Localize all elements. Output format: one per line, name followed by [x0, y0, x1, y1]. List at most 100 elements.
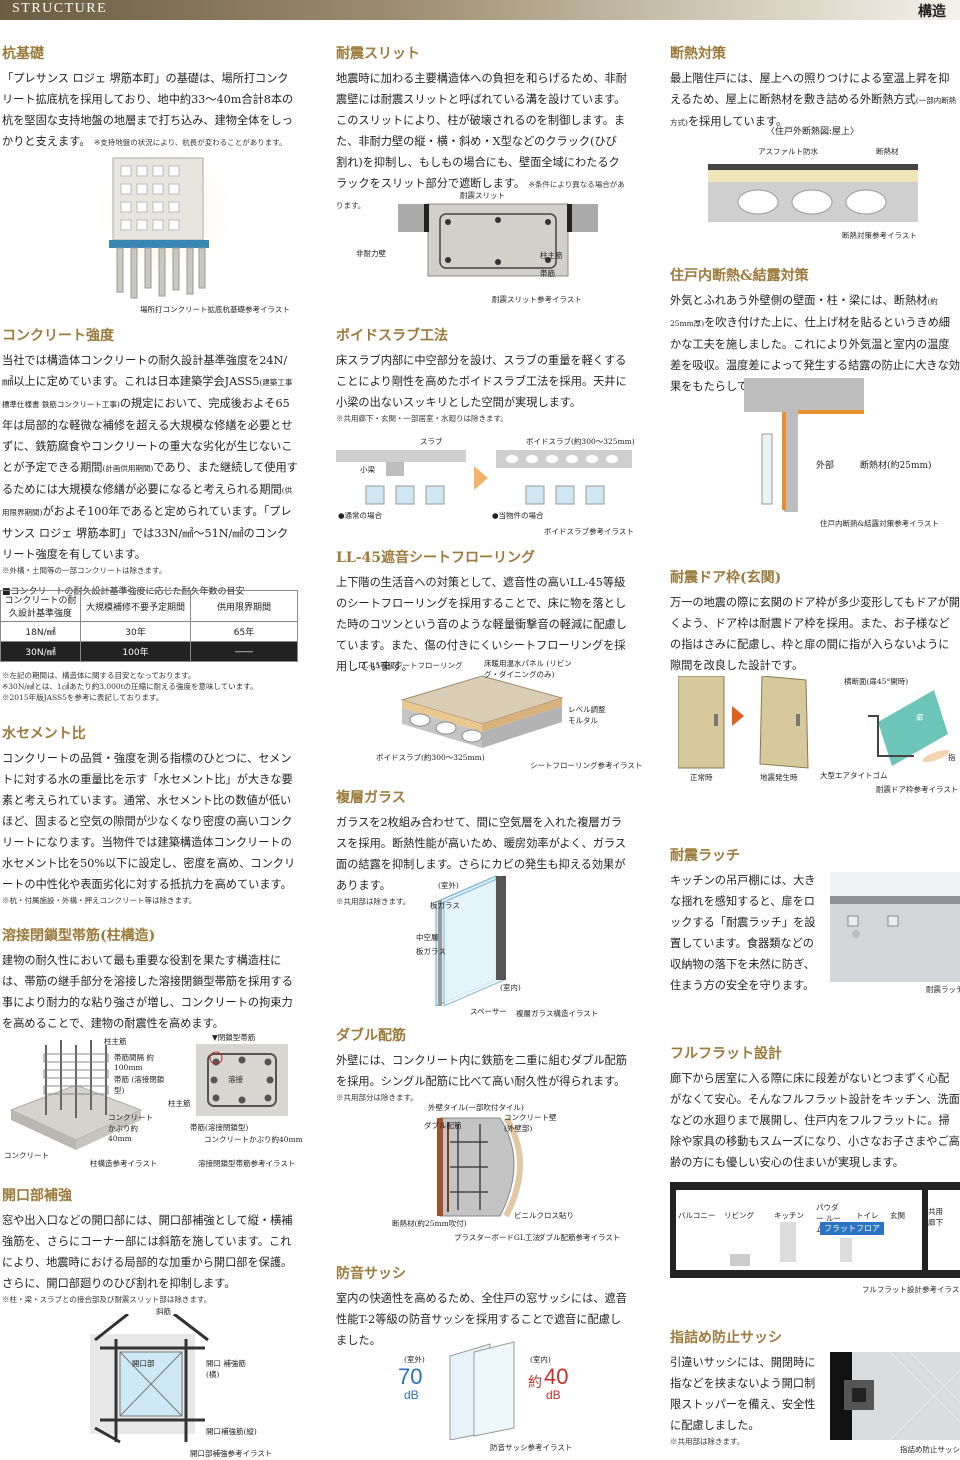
label-main-bar-2: 柱主筋 [168, 1099, 191, 1108]
slit-illustration [398, 203, 598, 277]
label-slit: 耐震スリット [460, 191, 505, 200]
room-corridor: 共用 廊下 [928, 1207, 943, 1227]
finger-note: ※共用部は除きます。 [670, 1437, 745, 1446]
void-body: 床スラブ内部に中空部分を設け、スラブの重量を軽くすることにより剛性を高めたボイド… [336, 354, 627, 409]
insulation-title: 断熱対策 [670, 46, 726, 62]
flat-section: フルフラット設計 廊下から居室に入る際に床に段差がないとつまずく心配がなくて安心… [670, 1044, 960, 1173]
table-head-2: 大規模補修不要予定期間 [80, 590, 191, 622]
label-sheet-floor: LL-45等級シートフローリング [358, 661, 463, 670]
double-body: 外壁には、コンクリート内に鉄筋を二重に組むダブル配筋を採用。シングル配筋に比べて… [336, 1054, 627, 1088]
concrete-body-4: がおよそ100年であると定められています。「プレサンス ロジェ 堺筋本町」では3… [2, 505, 292, 561]
label-weld: 溶接 [228, 1075, 243, 1084]
void-title: ボイドスラブ工法 [336, 328, 448, 344]
sash-indoor-label: (室内) [530, 1355, 551, 1364]
concrete-body-3: であり、また継続して使用するためには大規模な修繕が必要になると考えられる期間 [2, 461, 298, 496]
header-en: STRUCTURE [12, 1, 108, 16]
void-illustration [336, 450, 632, 505]
sash-indoor-value: 40 [544, 1364, 569, 1389]
label-diagonal: 斜筋 [156, 1307, 171, 1316]
flat-title: フルフラット設計 [670, 1046, 782, 1062]
label-v-bar: 開口補強筋(縦) [206, 1427, 257, 1436]
label-normal-state: 正常時 [690, 773, 713, 782]
label-double-bar: ダブル配筋 [424, 1121, 462, 1130]
wc-title: 水セメント比 [2, 726, 86, 742]
slit-note: ※条件により異なる場合があります。 [336, 180, 625, 210]
label-finger: 指 [948, 753, 956, 762]
label-air-layer: 中空層 [416, 933, 439, 942]
latch-section: 耐震ラッチ キッチンの吊戸棚には、大きな揺れを感知すると、扉をロックする「耐震ラ… [670, 846, 960, 996]
wc-body: コンクリートの品質・強度を測る指標のひとつに、セメントに対する水の重量比を示す「… [2, 752, 296, 891]
room-entrance: 玄関 [890, 1211, 905, 1220]
dew-body-2: を吹き付けた上に、仕上げ材を貼るというきめ細かな工夫を施しました。これにより外気… [670, 316, 960, 393]
label-spacing: 帯筋間隔 約100mm [114, 1053, 154, 1072]
ll45-section: LL-45遮音シートフローリング 上下階の生活音への対策として、遮音性の高いLL… [336, 548, 628, 677]
table-header: コンクリートの耐久設計基準強度大規模補修不要予定期間供用限界期間 [0, 590, 298, 622]
sash-caption: 防音サッシ参考イラスト [490, 1443, 573, 1452]
label-hoop-2: 帯筋(溶接閉鎖型) [190, 1123, 249, 1132]
room-kitchen: キッチン [774, 1211, 804, 1220]
label-this-case: ●当物件の場合 [492, 511, 544, 520]
pile-caption: 場所打コンクリート拡底杭基礎参考イラスト [140, 305, 290, 314]
latch-title: 耐震ラッチ [670, 848, 740, 864]
sash-indoor-prefix: 約 [528, 1374, 542, 1390]
sash-body: 室内の快適性を高めるため、全住戸の窓サッシには、遮音性能T-2等級の防音サッシを… [336, 1292, 627, 1347]
label-cover: コンクリート かぶり約40mm [108, 1113, 153, 1143]
header-bar: STRUCTURE 構造 [0, 0, 960, 20]
double-title: ダブル配筋 [336, 1028, 406, 1044]
label-slit-hoop: 帯筋 [540, 269, 555, 278]
column-1: 杭基礎 「プレサンス ロジェ 堺筋本町」の基礎は、場所打コンクリート拡底杭を採用… [0, 0, 303, 1460]
column-2: 耐震スリット 地震時に加わる主要構造体への負担を和らげるため、非耐震壁には耐震ス… [334, 0, 642, 1460]
door-illustration [678, 676, 950, 769]
label-insulation: 断熱材(約25mm吹付) [392, 1219, 467, 1228]
label-h-bar: 開口 補強筋(横) [206, 1359, 246, 1379]
column-3: 断熱対策 最上階住戸には、屋上への照りつけによる室温上昇を抑えるため、屋上に断熱… [668, 0, 960, 1460]
label-void-size: ボイドスラブ(約300〜325mm) [526, 437, 635, 446]
dew-section: 住戸内断熱&結露対策 外気とふれあう外壁側の壁面・柱・梁には、断熱材(約25mm… [670, 266, 960, 397]
door-title: 耐震ドア枠(玄関) [670, 570, 782, 586]
label-rubber: 大型エアタイトゴム [820, 771, 888, 780]
concrete-title: コンクリート強度 [2, 328, 114, 344]
column-illustration [9, 1040, 143, 1150]
slit-title: 耐震スリット [336, 46, 420, 62]
room-living: リビング [724, 1211, 754, 1220]
sash-illustration [449, 1341, 515, 1440]
room-powder: パウダー ルーム [816, 1203, 841, 1234]
label-glass-2: 板ガラス [416, 947, 446, 956]
label-door: 扉 [916, 713, 924, 722]
insulation-small: (一部内断熱方式) [670, 96, 957, 127]
concrete-small-3: (供用限界期間) [2, 486, 293, 517]
double-caption: ダブル配筋参考イラスト [538, 1233, 621, 1242]
label-slit-main: 柱主筋 [540, 251, 563, 260]
sash-title: 防音サッシ [336, 1266, 406, 1282]
closed-hoop-illustration [196, 1044, 288, 1116]
dew-small: (約25mm厚) [670, 297, 938, 328]
latch-body: キッチンの吊戸棚には、大きな揺れを感知すると、扉をロックする「耐震ラッチ」を設置… [670, 874, 816, 992]
slit-body: 地震時に加わる主要構造体への負担を和らげるため、非耐震壁には耐震スリットと呼ばれ… [336, 72, 627, 190]
label-main-bar: 柱主筋 [104, 1037, 127, 1046]
table-cell: 18N/㎟ [0, 621, 81, 642]
table-note: ※左記の期間は、構造体に関する目安となっております。 [2, 671, 196, 680]
door-caption: 耐震ドア枠参考イラスト [876, 785, 959, 794]
opening-title: 開口部補強 [2, 1188, 72, 1204]
concrete-body-1: 当社では構造体コンクリートの耐久設計基準強度を24N/㎟以上に定めています。これ… [2, 354, 288, 388]
void-caption: ボイドスラブ参考イラスト [544, 527, 634, 536]
opening-section: 開口部補強 窓や出入口などの開口部には、開口部補強として縦・横補強筋を、さらにコ… [2, 1186, 298, 1305]
finger-section: 指詰め防止サッシ 引違いサッシには、開閉時に指などを挟まないよう開口制限ストッパ… [670, 1328, 960, 1447]
label-glass-1: 板ガラス [430, 901, 460, 910]
void-note: ※共用廊下・玄関・一部居室・水廻りは除きます。 [336, 414, 508, 423]
hoop-title: 溶接閉鎖型帯筋(柱構造) [2, 928, 156, 944]
double-bar-illustration [437, 1116, 523, 1218]
opening-body: 窓や出入口などの開口部には、開口部補強として縦・横補強筋を、さらにコーナー部には… [2, 1214, 293, 1290]
double-section: ダブル配筋 外壁には、コンクリート内に鉄筋を二重に組むダブル配筋を採用。シングル… [336, 1026, 628, 1103]
glass-illustration [435, 875, 506, 1007]
label-hoop: 帯筋 (溶接閉鎖型) [114, 1075, 165, 1095]
concrete-note: ※外構・土間等の一部コンクリートは除きます。 [2, 566, 167, 575]
void-section: ボイドスラブ工法 床スラブ内部に中空部分を設け、スラブの重量を軽くすることにより… [336, 326, 628, 424]
label-level-mortar: レベル調整 モルタル [568, 705, 606, 725]
label-quake-state: 地震発生時 [760, 773, 798, 782]
finger-title: 指詰め防止サッシ [670, 1330, 782, 1346]
door-section: 耐震ドア枠(玄関) 万一の地震の際に玄関のドア枠が多少変形してもドアが開くよう、… [670, 568, 960, 676]
slit-section: 耐震スリット 地震時に加わる主要構造体への負担を和らげるため、非耐震壁には耐震ス… [336, 44, 628, 215]
roof-fig-title: 〈住戸外断熱図:屋上〉 [766, 127, 860, 137]
